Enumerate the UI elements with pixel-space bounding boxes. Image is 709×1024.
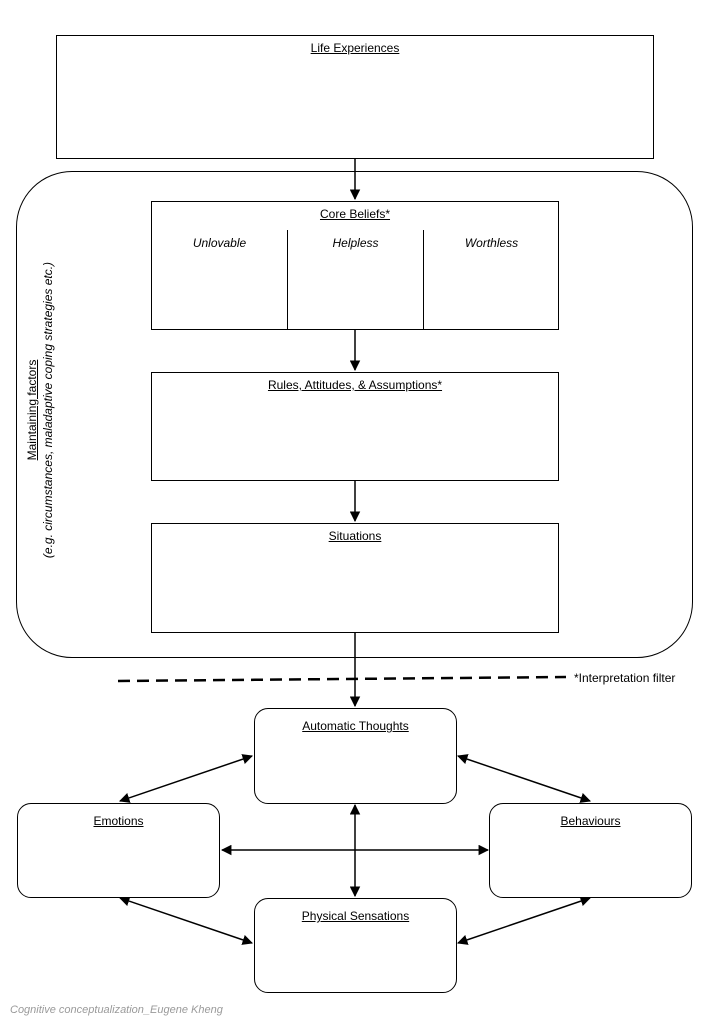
maintaining-factors-detail: (e.g. circumstances, maladaptive coping …	[41, 261, 55, 559]
arrow-thoughts-emotions	[119, 754, 253, 803]
interpretation-filter-dashed-line	[117, 675, 567, 683]
automatic-thoughts-title: Automatic Thoughts	[302, 719, 409, 733]
core-belief-worthless: Worthless	[464, 236, 519, 250]
credit-caption: Cognitive conceptualization_Eugene Kheng	[10, 1004, 223, 1016]
rules-attitudes-assumptions-box: Rules, Attitudes, & Assumptions*	[151, 372, 559, 481]
situations-box: Situations	[151, 523, 559, 633]
physical-sensations-title: Physical Sensations	[301, 909, 410, 923]
behaviours-title: Behaviours	[560, 814, 621, 828]
rules-title: Rules, Attitudes, & Assumptions*	[267, 378, 443, 392]
life-experiences-title: Life Experiences	[310, 41, 400, 55]
emotions-box: Emotions	[17, 803, 220, 898]
emotions-title: Emotions	[93, 814, 144, 828]
core-beliefs-divider	[287, 230, 288, 329]
core-belief-unlovable: Unlovable	[192, 236, 247, 250]
physical-sensations-box: Physical Sensations	[254, 898, 457, 993]
maintaining-factors-title: Maintaining factors	[25, 359, 39, 461]
interpretation-filter-label: *Interpretation filter	[574, 671, 676, 685]
arrow-thoughts-behaviours	[457, 754, 591, 803]
situations-title: Situations	[328, 529, 382, 543]
life-experiences-box: Life Experiences	[56, 35, 654, 159]
core-belief-helpless: Helpless	[332, 236, 379, 250]
automatic-thoughts-box: Automatic Thoughts	[254, 708, 457, 804]
core-beliefs-title: Core Beliefs*	[319, 207, 391, 221]
core-beliefs-divider	[423, 230, 424, 329]
core-beliefs-box: Core Beliefs* Unlovable Helpless Worthle…	[151, 201, 559, 330]
arrow-behaviours-physical	[457, 896, 591, 945]
behaviours-box: Behaviours	[489, 803, 692, 898]
arrow-emotions-physical	[119, 896, 253, 945]
